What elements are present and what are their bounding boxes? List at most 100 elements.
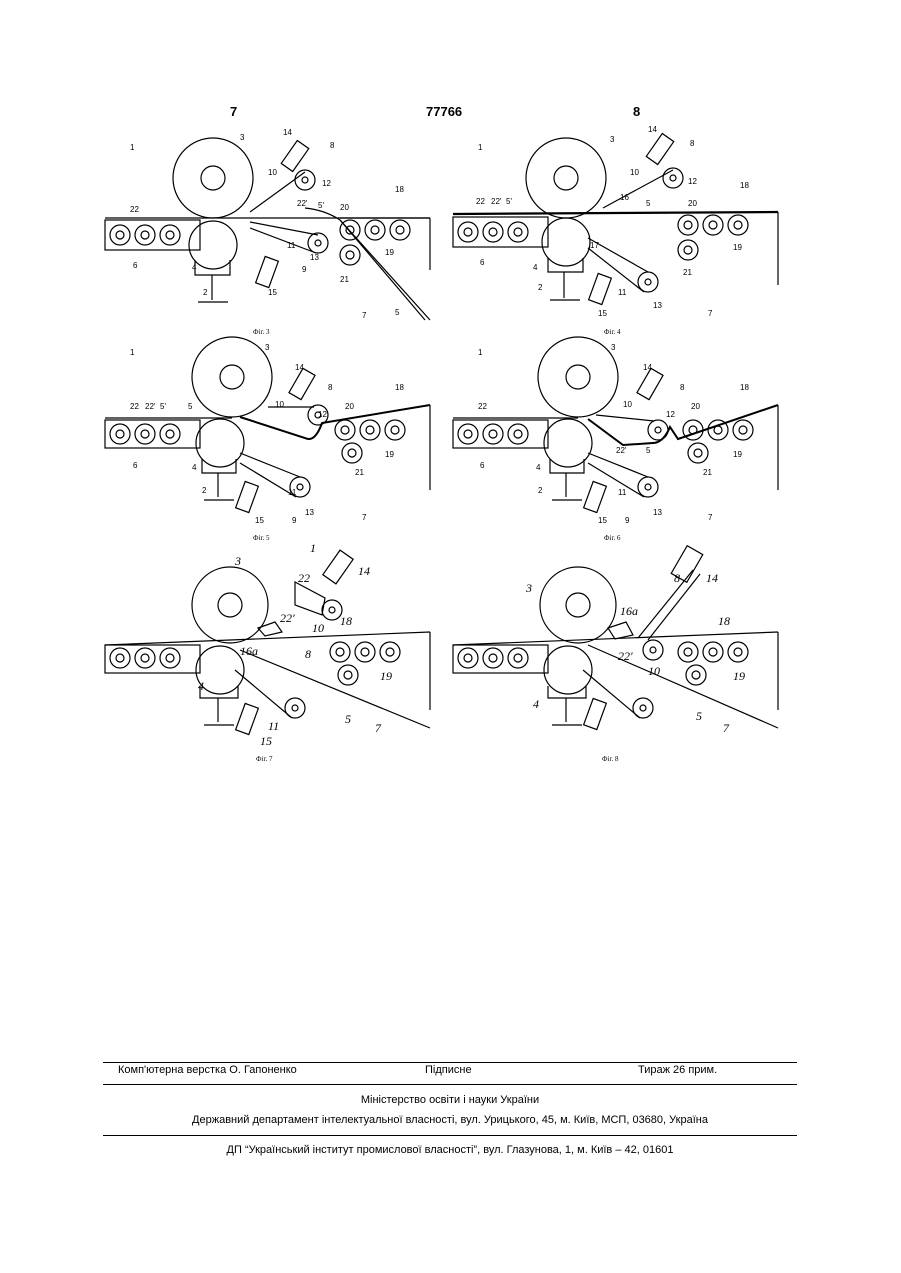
svg-text:16: 16 <box>620 193 629 202</box>
svg-text:4: 4 <box>533 263 538 272</box>
svg-text:4: 4 <box>192 463 197 472</box>
svg-text:15: 15 <box>268 288 277 297</box>
svg-text:2: 2 <box>538 283 543 292</box>
figure-7: 1314 2222'10 16a188 19411 1557 <box>100 540 435 752</box>
svg-text:20: 20 <box>345 402 354 411</box>
svg-text:8: 8 <box>680 383 685 392</box>
svg-text:20: 20 <box>688 199 697 208</box>
svg-text:18: 18 <box>740 383 749 392</box>
svg-text:14: 14 <box>706 571 718 585</box>
svg-text:22': 22' <box>491 197 502 206</box>
svg-text:22: 22 <box>476 197 485 206</box>
ministry-line: Міністерство освіти і науки України <box>103 1094 797 1106</box>
svg-text:1: 1 <box>478 143 483 152</box>
figure-8-caption: Фіг. 8 <box>602 755 619 763</box>
svg-text:6: 6 <box>133 461 138 470</box>
svg-text:2: 2 <box>203 288 208 297</box>
svg-text:7: 7 <box>708 309 713 318</box>
svg-text:18: 18 <box>395 185 404 194</box>
svg-text:1: 1 <box>478 348 483 357</box>
svg-text:12: 12 <box>318 410 327 419</box>
svg-text:14: 14 <box>648 125 657 134</box>
figure-5: 1314 81012 2222'5' 52018 4119 13215 1921… <box>100 335 435 535</box>
figure-7-caption: Фіг. 7 <box>256 755 273 763</box>
svg-text:19: 19 <box>733 243 742 252</box>
svg-text:8: 8 <box>690 139 695 148</box>
svg-text:7: 7 <box>362 311 367 320</box>
svg-text:3: 3 <box>240 133 245 142</box>
svg-text:13: 13 <box>310 253 319 262</box>
svg-text:18: 18 <box>340 614 352 628</box>
svg-text:1: 1 <box>130 143 135 152</box>
svg-text:6: 6 <box>480 461 485 470</box>
svg-text:18: 18 <box>740 181 749 190</box>
svg-text:10: 10 <box>623 400 632 409</box>
svg-text:5: 5 <box>646 446 651 455</box>
svg-text:6: 6 <box>133 261 138 270</box>
svg-text:8: 8 <box>305 647 311 661</box>
svg-text:7: 7 <box>375 721 382 735</box>
figure-3: 1314 81012 2222'5' 20184 11139 21519 217… <box>100 120 435 325</box>
figure-7-drawing: 1314 2222'10 16a188 19411 1557 <box>100 540 435 752</box>
svg-text:21: 21 <box>683 268 692 277</box>
page-number-right: 8 <box>633 104 640 119</box>
svg-text:4: 4 <box>533 697 539 711</box>
svg-text:22: 22 <box>298 571 310 585</box>
svg-text:5: 5 <box>696 709 702 723</box>
svg-text:11: 11 <box>288 488 297 497</box>
figure-6-drawing: 1314 81012 2222'5 20184 11913 21519 2176 <box>448 335 783 535</box>
institute-line: ДП “Український інститут промислової вла… <box>103 1144 797 1156</box>
figure-6: 1314 81012 2222'5 20184 11913 21519 2176 <box>448 335 783 535</box>
svg-text:13: 13 <box>653 301 662 310</box>
svg-text:13: 13 <box>305 508 314 517</box>
svg-text:2: 2 <box>538 486 543 495</box>
svg-text:18: 18 <box>718 614 730 628</box>
svg-text:4: 4 <box>536 463 541 472</box>
svg-text:8: 8 <box>674 571 680 585</box>
svg-text:22': 22' <box>297 199 308 208</box>
svg-text:14: 14 <box>643 363 652 372</box>
svg-text:4: 4 <box>198 679 204 693</box>
svg-text:7: 7 <box>708 513 713 522</box>
figure-4: 1314 81012 162222' 5'520 18174 21113 151… <box>448 120 783 325</box>
svg-text:7: 7 <box>723 721 730 735</box>
svg-text:9: 9 <box>625 516 630 525</box>
svg-text:10: 10 <box>275 400 284 409</box>
svg-text:22: 22 <box>130 205 139 214</box>
svg-text:14: 14 <box>283 128 292 137</box>
svg-text:18: 18 <box>395 383 404 392</box>
figure-8-drawing: 3814 16a22'18 10194 57 <box>448 540 783 752</box>
svg-text:10: 10 <box>268 168 277 177</box>
svg-text:3: 3 <box>525 581 532 595</box>
svg-text:11: 11 <box>618 288 627 297</box>
page-number-left: 7 <box>230 104 237 119</box>
svg-text:22': 22' <box>616 446 627 455</box>
svg-text:15: 15 <box>598 516 607 525</box>
svg-text:13: 13 <box>653 508 662 517</box>
svg-text:5': 5' <box>506 197 512 206</box>
svg-text:17: 17 <box>590 241 599 250</box>
svg-text:21: 21 <box>340 275 349 284</box>
svg-text:20: 20 <box>340 203 349 212</box>
svg-text:11: 11 <box>268 719 279 733</box>
svg-text:3: 3 <box>611 343 616 352</box>
svg-text:16a: 16a <box>620 604 638 618</box>
svg-text:5': 5' <box>318 201 324 210</box>
svg-text:1: 1 <box>130 348 135 357</box>
svg-text:16a: 16a <box>240 644 258 658</box>
svg-text:12: 12 <box>688 177 697 186</box>
svg-text:22': 22' <box>145 402 156 411</box>
svg-text:9: 9 <box>292 516 297 525</box>
typesetting-credit: Комп'ютерна верстка О. Гапоненко <box>118 1064 297 1076</box>
footer-rule-bottom <box>103 1135 797 1136</box>
figure-8: 3814 16a22'18 10194 57 <box>448 540 783 752</box>
signed-label: Підписне <box>425 1064 472 1076</box>
svg-text:19: 19 <box>380 669 392 683</box>
svg-text:19: 19 <box>385 450 394 459</box>
svg-text:19: 19 <box>385 248 394 257</box>
svg-text:4: 4 <box>192 263 197 272</box>
svg-text:12: 12 <box>666 410 675 419</box>
svg-text:3: 3 <box>265 343 270 352</box>
svg-text:12: 12 <box>322 179 331 188</box>
svg-text:5': 5' <box>160 402 166 411</box>
